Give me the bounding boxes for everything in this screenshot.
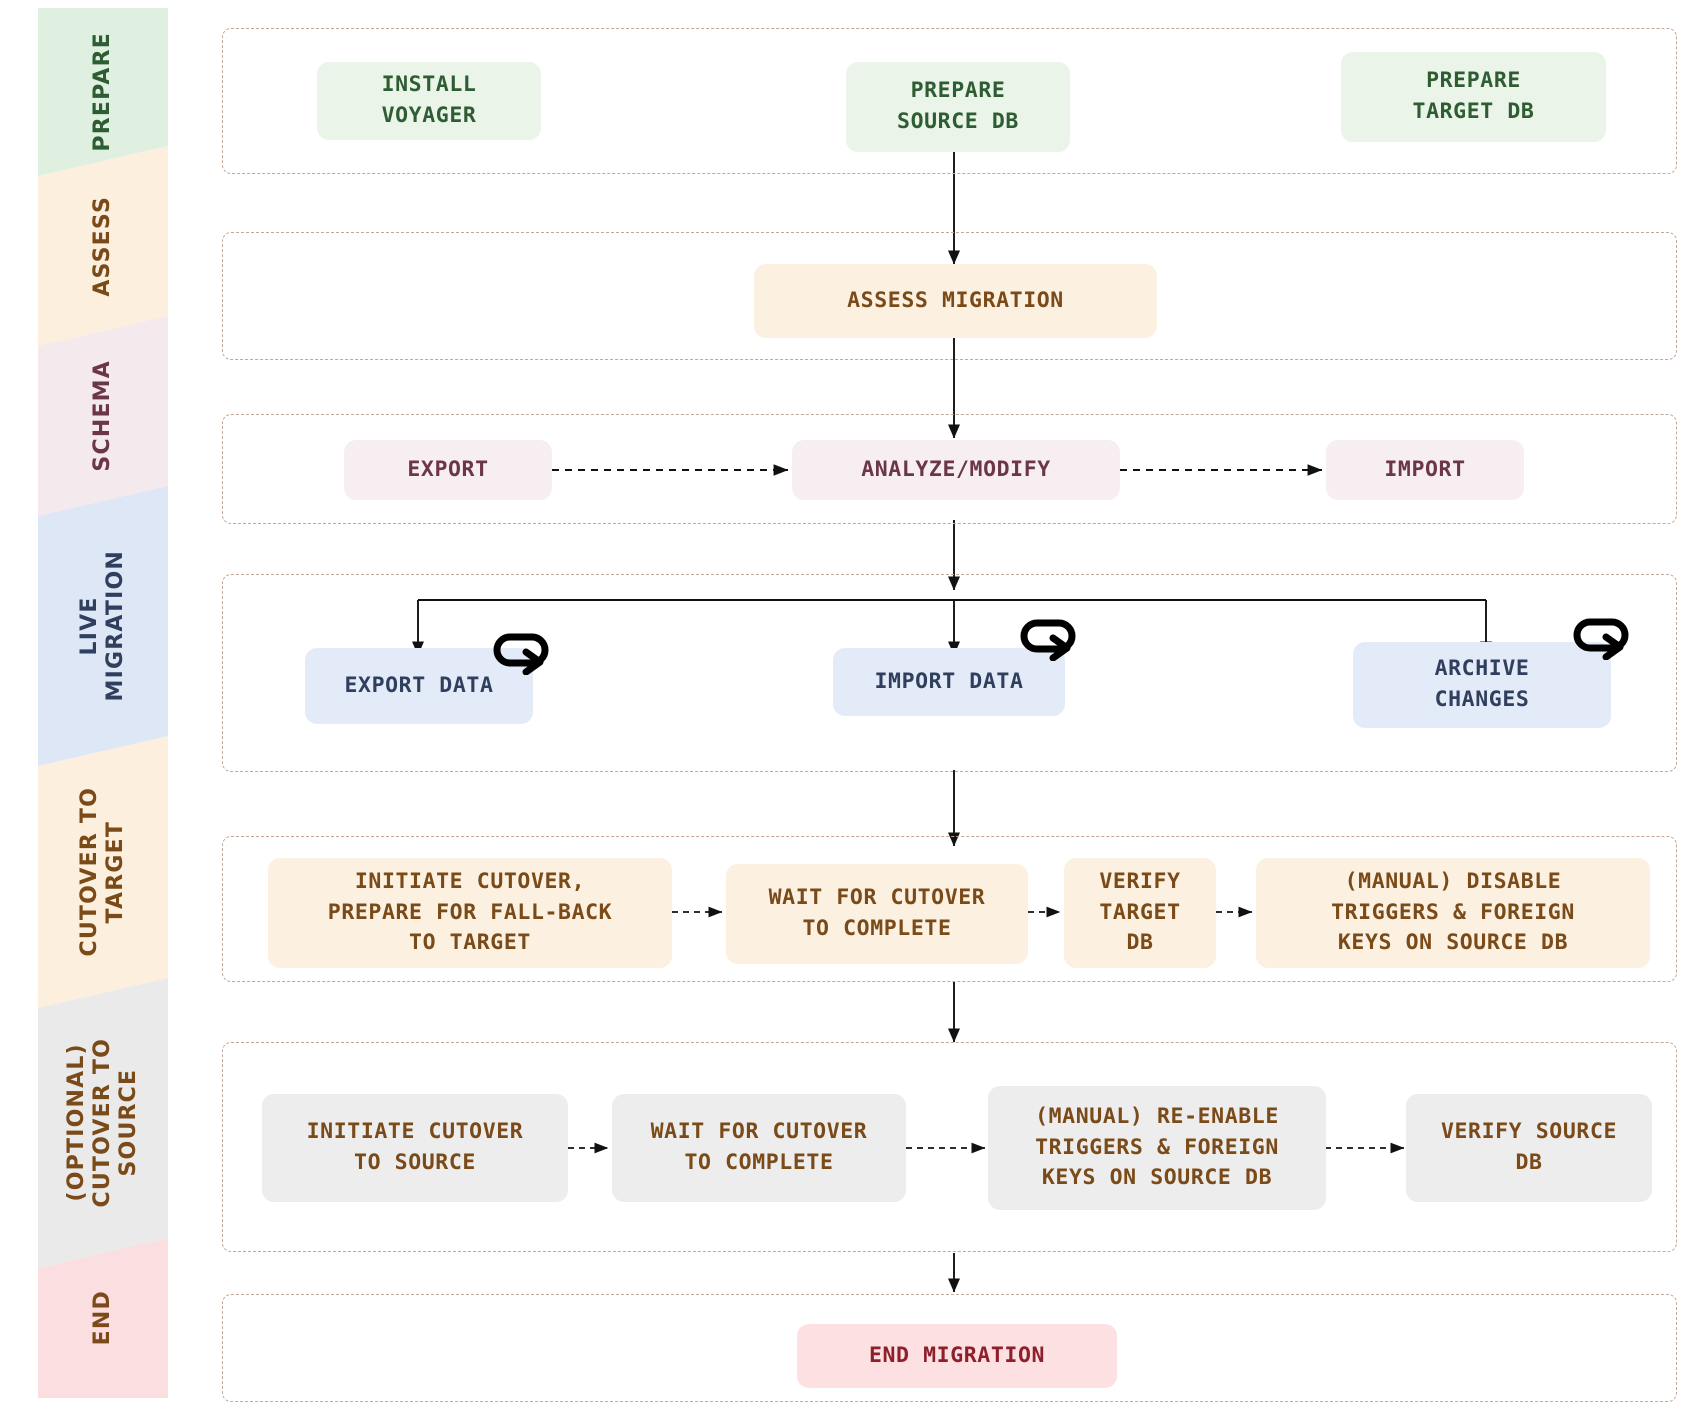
node-install-voyager[interactable]: INSTALL VOYAGER bbox=[317, 62, 541, 140]
rail-label-live-migration: LIVE MIGRATION bbox=[77, 550, 128, 702]
node-disable-triggers[interactable]: (MANUAL) DISABLE TRIGGERS & FOREIGN KEYS… bbox=[1256, 858, 1650, 968]
band-cutover-to-target bbox=[222, 836, 1677, 982]
band-prepare bbox=[222, 28, 1677, 174]
node-schema-export[interactable]: EXPORT bbox=[344, 440, 552, 500]
loop-repeat-icon bbox=[1570, 612, 1632, 661]
rail-label-cutover-to-source: (OPTIONAL) CUTOVER TO SOURCE bbox=[64, 1038, 141, 1208]
band-assess bbox=[222, 232, 1677, 360]
rail-label-cutover-to-target: CUTOVER TO TARGET bbox=[77, 787, 128, 957]
rail-label-end: END bbox=[90, 1290, 116, 1346]
band-schema bbox=[222, 414, 1677, 524]
loop-repeat-icon bbox=[1017, 613, 1079, 662]
node-prepare-target-db[interactable]: PREPARE TARGET DB bbox=[1341, 52, 1606, 142]
node-schema-import[interactable]: IMPORT bbox=[1326, 440, 1524, 500]
rail-segment-cutover-to-target[interactable]: CUTOVER TO TARGET bbox=[38, 736, 168, 1008]
node-end-migration[interactable]: END MIGRATION bbox=[797, 1324, 1117, 1388]
node-verify-target-db[interactable]: VERIFY TARGET DB bbox=[1064, 858, 1216, 968]
rail-label-prepare: PREPARE bbox=[90, 32, 116, 152]
rail-segment-live-migration[interactable]: LIVE MIGRATION bbox=[38, 486, 168, 766]
node-export-data[interactable]: EXPORT DATA bbox=[305, 648, 533, 724]
node-archive-changes[interactable]: ARCHIVE CHANGES bbox=[1353, 642, 1611, 728]
node-assess-migration[interactable]: ASSESS MIGRATION bbox=[754, 264, 1157, 338]
rail-segment-cutover-to-source[interactable]: (OPTIONAL) CUTOVER TO SOURCE bbox=[38, 978, 168, 1268]
rail-label-assess: ASSESS bbox=[90, 195, 116, 297]
rail-segment-prepare[interactable]: PREPARE bbox=[38, 8, 168, 176]
loop-repeat-icon bbox=[490, 627, 552, 676]
node-wait-for-cutover-source[interactable]: WAIT FOR CUTOVER TO COMPLETE bbox=[612, 1094, 906, 1202]
node-initiate-cutover-target[interactable]: INITIATE CUTOVER, PREPARE FOR FALL-BACK … bbox=[268, 858, 672, 968]
node-reenable-triggers[interactable]: (MANUAL) RE-ENABLE TRIGGERS & FOREIGN KE… bbox=[988, 1086, 1326, 1210]
node-initiate-cutover-source[interactable]: INITIATE CUTOVER TO SOURCE bbox=[262, 1094, 568, 1202]
band-cutover-to-source bbox=[222, 1042, 1677, 1252]
band-live-migration bbox=[222, 574, 1677, 772]
rail-segment-assess[interactable]: ASSESS bbox=[38, 146, 168, 346]
phase-rail: PREPARE ASSESS SCHEMA LIVE MIGRATION CUT… bbox=[38, 8, 168, 1398]
node-wait-for-cutover-target[interactable]: WAIT FOR CUTOVER TO COMPLETE bbox=[726, 864, 1028, 964]
rail-segment-schema[interactable]: SCHEMA bbox=[38, 316, 168, 516]
node-prepare-source-db[interactable]: PREPARE SOURCE DB bbox=[846, 62, 1070, 152]
node-import-data[interactable]: IMPORT DATA bbox=[833, 648, 1065, 716]
band-end bbox=[222, 1294, 1677, 1402]
rail-segment-end[interactable]: END bbox=[38, 1238, 168, 1398]
rail-label-schema: SCHEMA bbox=[90, 360, 116, 472]
node-schema-analyze-modify[interactable]: ANALYZE/MODIFY bbox=[792, 440, 1120, 500]
node-verify-source-db[interactable]: VERIFY SOURCE DB bbox=[1406, 1094, 1652, 1202]
